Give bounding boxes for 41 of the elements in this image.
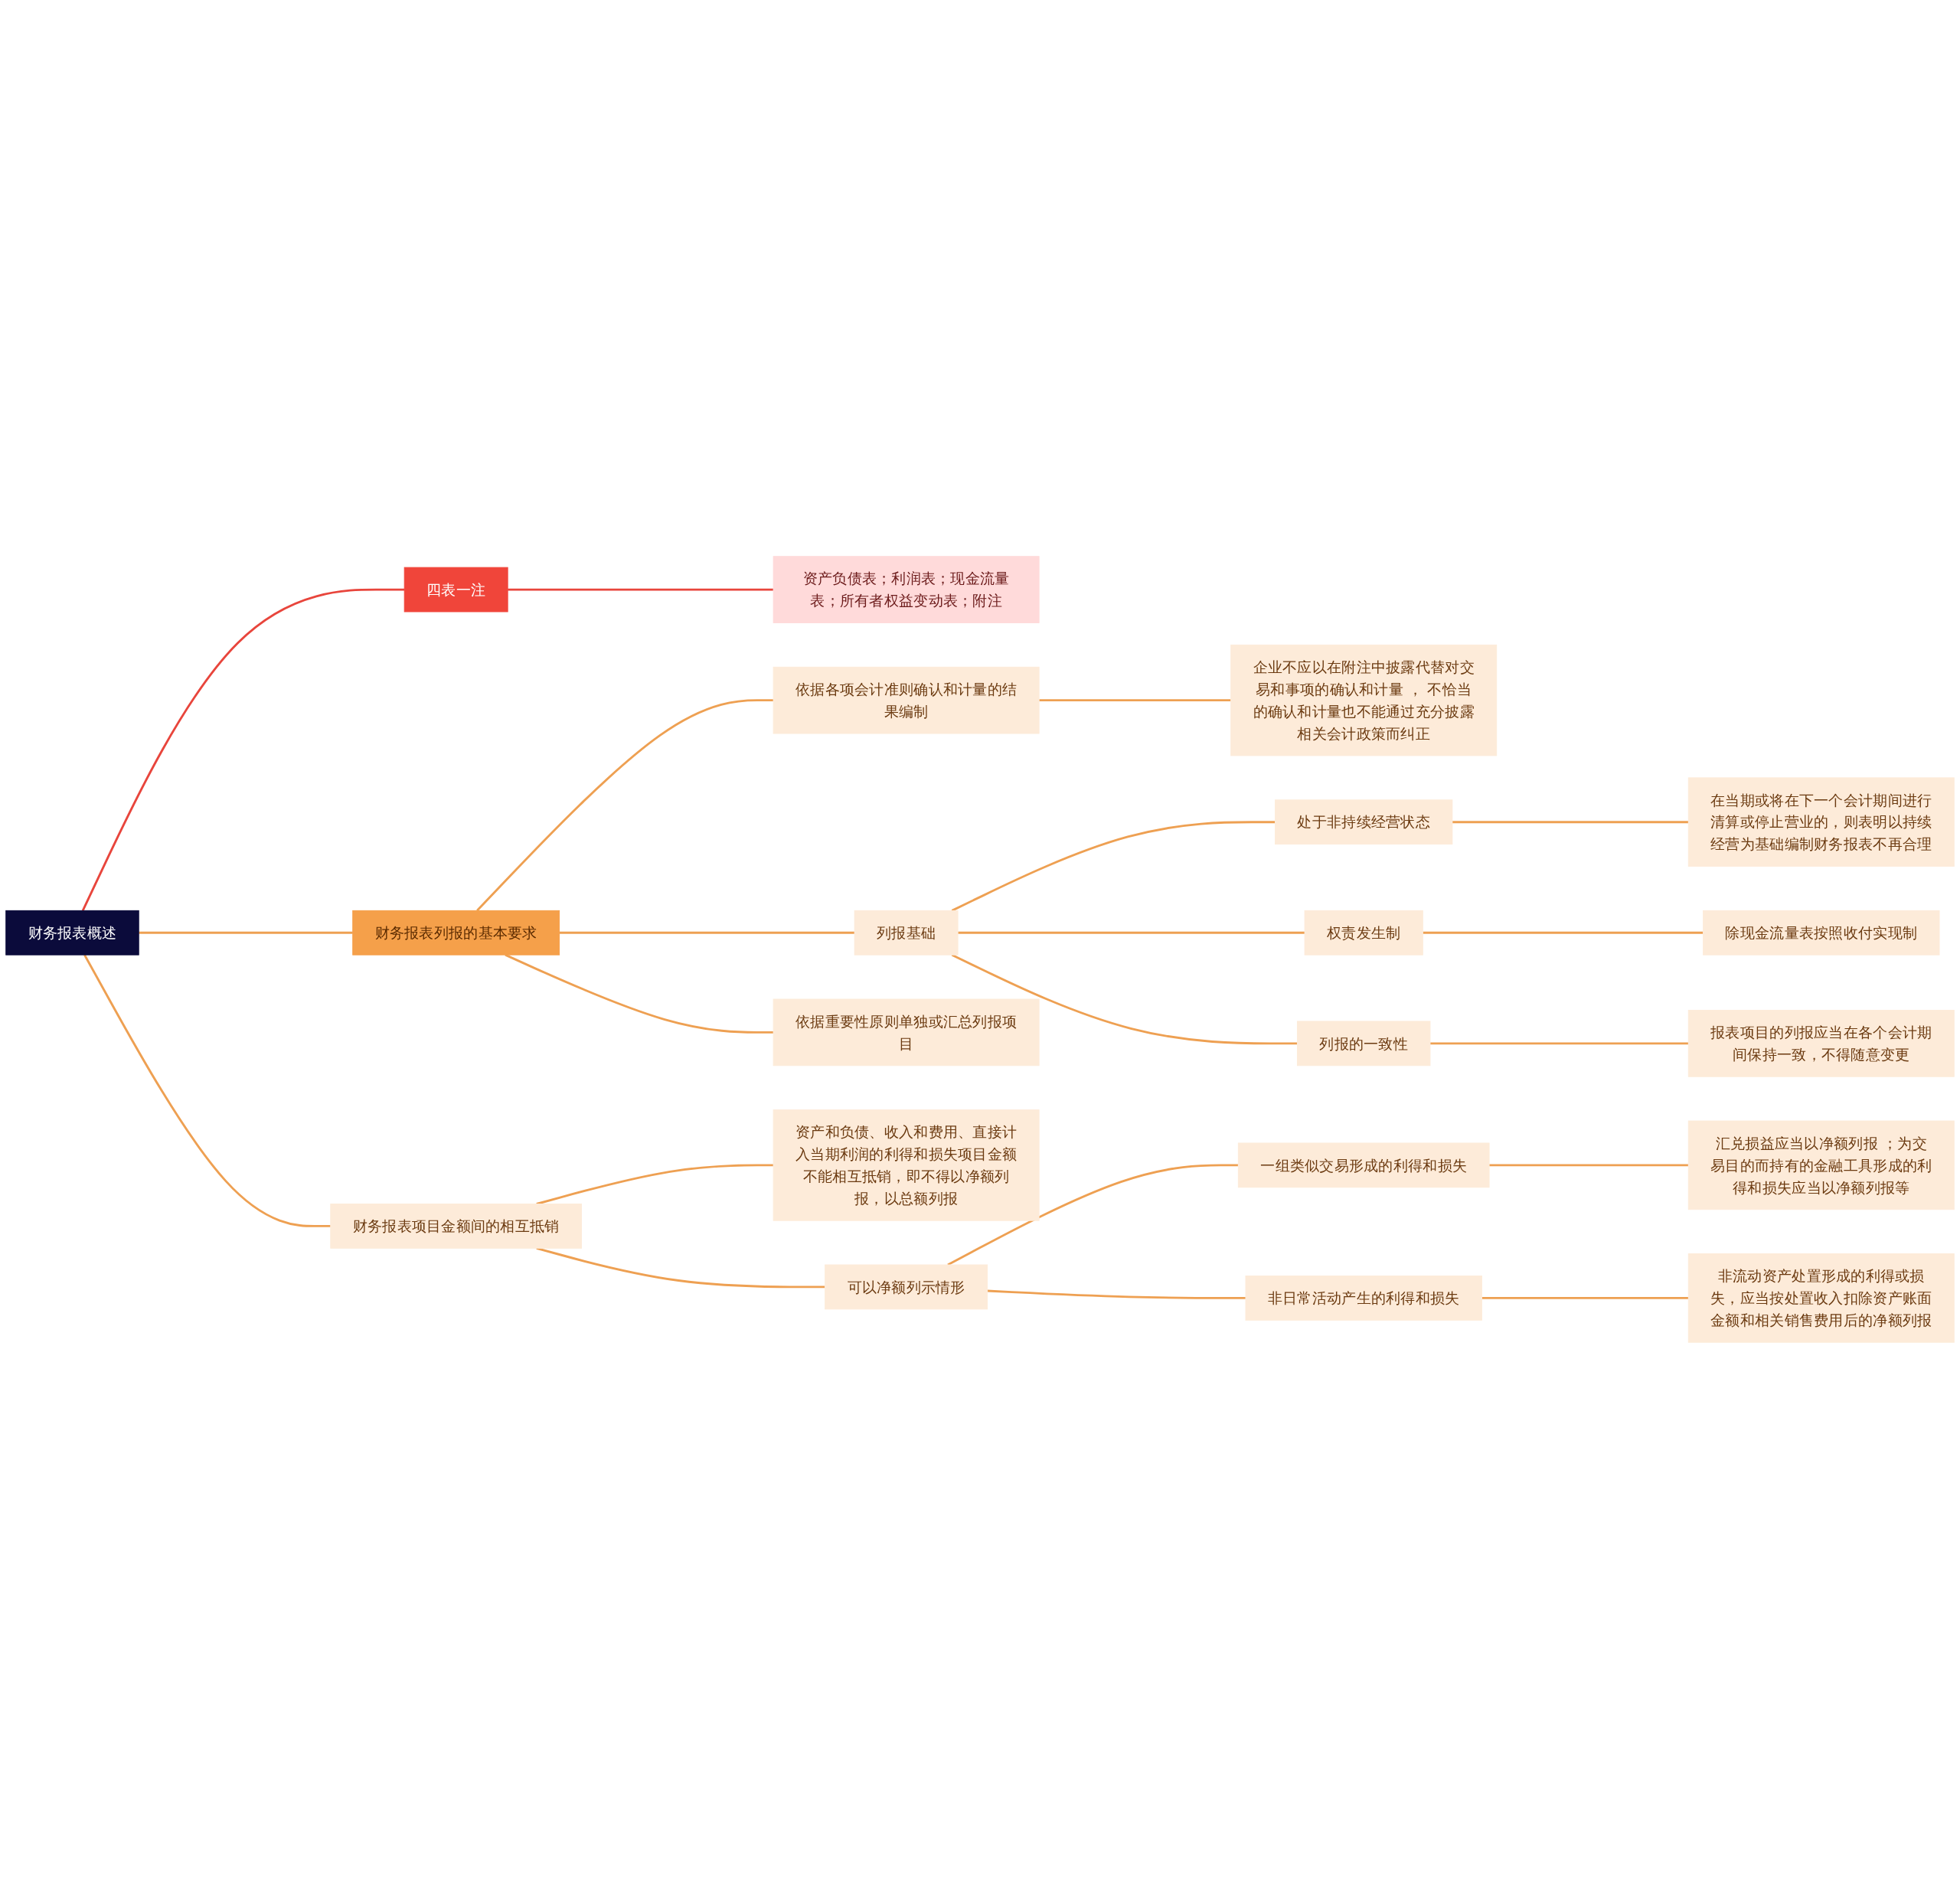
- connector: [1429, 1041, 1689, 1044]
- node-box: 在当期或将在下一个会计期间进行清算或停止营业的，则表明以持续经营为基础编制财务报表不再合理: [1687, 776, 1955, 867]
- node-box: 处于非持续经营状态: [1275, 799, 1453, 844]
- node-box: 财务报表列报的基本要求: [352, 910, 560, 956]
- connector: [476, 698, 774, 911]
- node-box: 非日常活动产生的利得和损失: [1245, 1275, 1482, 1321]
- node-box: 列报基础: [854, 910, 959, 956]
- connector: [508, 588, 774, 591]
- connector: [83, 954, 331, 1227]
- node-box: 汇兑损益应当以净额列报 ；为交易目的而持有的金融工具形成的利得和损失应当以净额列报等: [1687, 1120, 1955, 1210]
- node-box: 财务报表概述: [5, 910, 139, 956]
- node-box: 财务报表项目金额间的相互抵销: [330, 1203, 582, 1249]
- connector: [1489, 1163, 1689, 1166]
- node-box: 非流动资产处置形成的利得或损失，应当按处置收入扣除资产账面金额和相关销售费用后的净额列报: [1687, 1253, 1955, 1343]
- connector: [1452, 820, 1689, 823]
- connector: [1481, 1296, 1689, 1299]
- connector: [1423, 931, 1704, 934]
- connector: [987, 1289, 1246, 1299]
- node-box: 四表一注: [403, 567, 508, 612]
- node-box: 权责发生制: [1304, 910, 1423, 956]
- node-box: 企业不应以在附注中披露代替对交易和事项的确认和计量 ， 不恰当的确认和计量也不能通过充分披露相关会计政策而纠正: [1230, 644, 1498, 756]
- connector: [505, 953, 774, 1034]
- connector: [958, 931, 1305, 934]
- connector: [536, 1163, 774, 1205]
- node-box: 报表项目的列报应当在各个会计期间保持一致，不得随意变更: [1687, 1009, 1955, 1077]
- connector: [81, 588, 405, 911]
- connector: [559, 931, 855, 934]
- connector: [947, 1163, 1239, 1266]
- node-box: 依据重要性原则单独或汇总列报项目: [773, 998, 1040, 1066]
- node-box: 列报的一致性: [1297, 1021, 1431, 1066]
- connector: [139, 931, 353, 934]
- node-box: 一组类似交易形成的利得和损失: [1237, 1142, 1490, 1187]
- node-box: 可以净额列示情形: [825, 1264, 988, 1309]
- node-box: 除现金流量表按照收付实现制: [1703, 910, 1940, 956]
- node-box: 资产负债表；利润表；现金流量表；所有者权益变动表；附注: [773, 555, 1040, 623]
- node-box: 依据各项会计准则确认和计量的结果编制: [773, 666, 1040, 734]
- connector: [951, 953, 1298, 1044]
- connector: [951, 820, 1276, 912]
- connector: [1039, 698, 1231, 701]
- connector: [536, 1246, 825, 1288]
- node-box: 资产和负债、收入和费用、直接计入当期利润的利得和损失项目金额不能相互抵销，即不得以净额列报，以总额列报: [773, 1109, 1040, 1221]
